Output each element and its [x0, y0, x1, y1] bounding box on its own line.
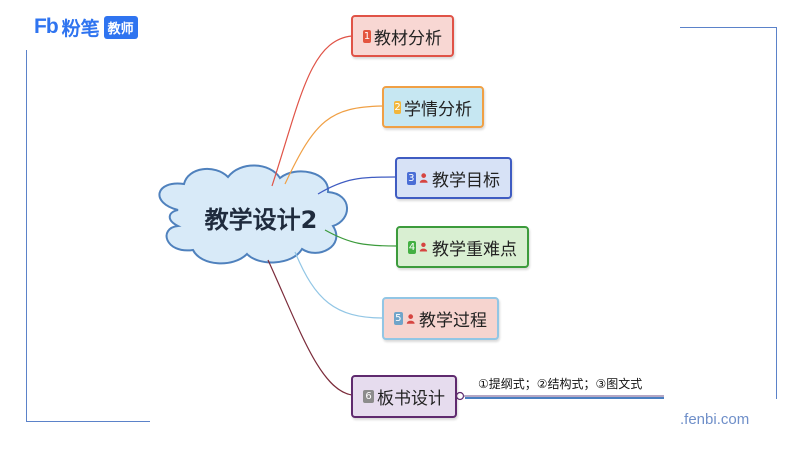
node-number: 2 [394, 100, 401, 114]
collapse-dot [455, 391, 465, 401]
node-number: 4 [408, 240, 417, 254]
person-icon [419, 242, 428, 252]
node-key-difficult-points[interactable]: 4 教学重难点 [396, 226, 529, 268]
node-number: 1 [363, 29, 371, 43]
fenbi-watermark: .fenbi.com [680, 411, 750, 428]
node-number: 5 [394, 312, 403, 325]
link-to-teaching-material [271, 35, 353, 187]
person-icon [406, 313, 415, 324]
node-label: 教学重难点 [432, 239, 517, 260]
node-label: 学情分析 [404, 99, 472, 120]
link-to-learner-analysis [284, 105, 384, 185]
node-board-design[interactable]: 6 板书设计 [351, 375, 457, 418]
logo-mark: Fb [34, 15, 59, 38]
logo-text: 粉笔 [61, 17, 100, 40]
frame-right-vertical [776, 27, 777, 399]
node-number: 6 [363, 390, 374, 403]
node-learner-analysis[interactable]: 2 学情分析 [382, 86, 484, 128]
link-to-teaching-goals [317, 176, 396, 195]
node-teaching-process[interactable]: 5 教学过程 [382, 297, 499, 340]
central-topic: 教学设计2 [204, 206, 318, 234]
logo-badge: 教师 [103, 15, 138, 39]
board-design-sub-note: ①提纲式；②结构式；③图文式 [478, 377, 643, 391]
frame-left-vertical [26, 50, 27, 422]
person-icon [419, 173, 428, 183]
node-label: 教学目标 [432, 170, 500, 191]
link-to-key-points [324, 229, 398, 247]
cloud-shape [158, 164, 348, 265]
link-to-teaching-process [294, 251, 384, 319]
node-teaching-material[interactable]: 1 教材分析 [351, 15, 454, 57]
frame-bottom-left-horizontal [26, 421, 150, 422]
link-to-board-design [267, 259, 353, 396]
node-label: 教材分析 [374, 28, 442, 49]
node-teaching-goals[interactable]: 3 教学目标 [395, 157, 512, 199]
fenbi-logo: Fb 粉笔 教师 [34, 14, 138, 40]
frame-top-right-horizontal [680, 27, 777, 28]
node-label: 教学过程 [419, 311, 487, 331]
node-number: 3 [407, 171, 416, 185]
node-label: 板书设计 [377, 389, 445, 409]
